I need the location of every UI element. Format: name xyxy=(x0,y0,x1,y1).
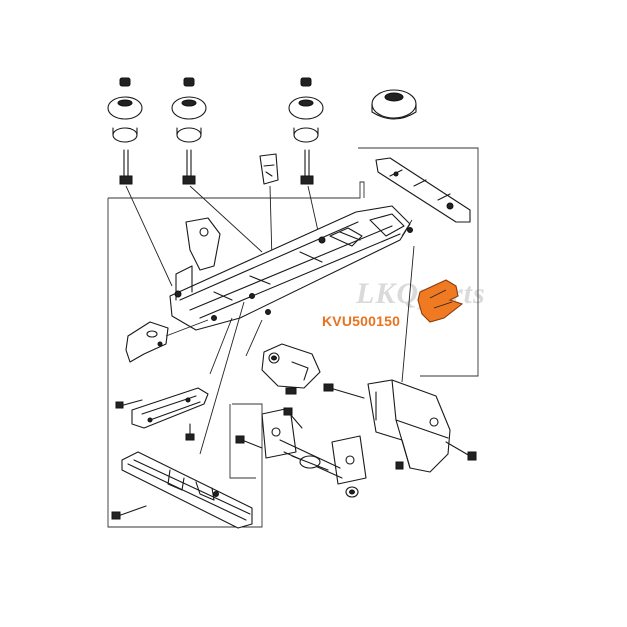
mount-bolt-1 xyxy=(119,149,133,185)
small-nut-right xyxy=(395,461,404,470)
body-mount-rubber-3 xyxy=(288,77,324,143)
bracket-nut xyxy=(345,486,359,498)
chassis-frame xyxy=(169,205,413,331)
part-number-label: KVU500150 xyxy=(322,313,401,329)
bracket-assembly-box xyxy=(229,404,256,479)
mount-bolt-2 xyxy=(182,149,196,185)
lower-crossmember xyxy=(131,387,209,429)
housing-bolt xyxy=(445,441,477,461)
mount-bolt-3 xyxy=(300,149,314,185)
rear-crossmember xyxy=(375,157,471,223)
body-mount-rubber-2 xyxy=(171,77,207,143)
small-bolt-upper xyxy=(115,399,143,409)
body-mount-rubber-4 xyxy=(371,89,417,120)
front-upright-bracket xyxy=(185,217,221,271)
engine-mount-left xyxy=(125,321,169,363)
long-bolt-right xyxy=(323,383,365,399)
main-frame-box xyxy=(107,181,365,528)
bracket-bolt-1 xyxy=(235,435,263,449)
center-mount-bracket xyxy=(261,343,321,395)
clip-bracket xyxy=(259,153,279,185)
bracket-bolt-2 xyxy=(283,407,303,429)
side-housing xyxy=(367,379,451,473)
crossmember-bolt xyxy=(111,505,147,520)
body-mount-rubber-1 xyxy=(107,77,143,143)
highlighted-part xyxy=(417,279,464,323)
mounting-bracket-assembly xyxy=(261,407,367,485)
rear-bracket-box xyxy=(358,147,479,377)
front-crossmember-beam xyxy=(121,451,253,529)
small-bolt-lower xyxy=(185,423,195,441)
